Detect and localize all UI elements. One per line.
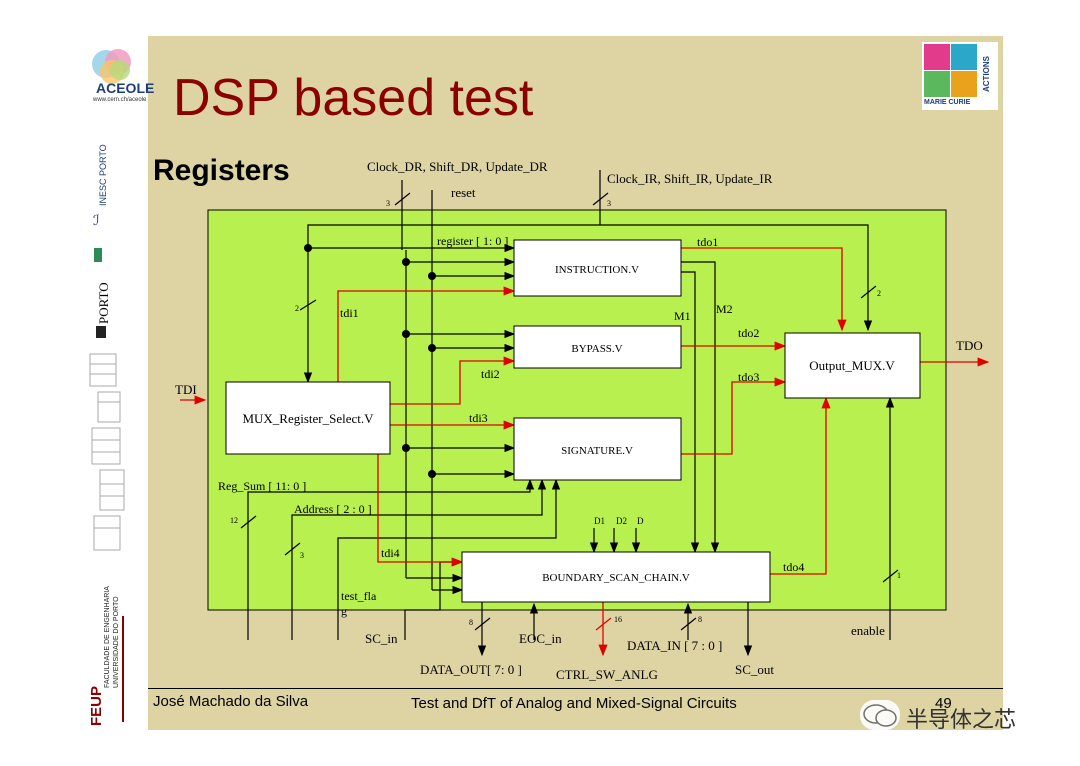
instruction-block	[513, 239, 682, 297]
inesc-bar-icon	[94, 248, 102, 262]
tdo1-label: tdo1	[697, 235, 718, 249]
m2-label: M2	[716, 302, 733, 316]
bus-width-clock-ir: 3	[607, 199, 611, 208]
bus-width-mux-reg: 2	[295, 304, 299, 313]
aceole-label: ACEOLE	[96, 80, 155, 96]
bus-width-data-out: 8	[469, 618, 473, 627]
slide-subtitle: Registers	[153, 154, 290, 187]
aceole-url: www.cern.ch/aceole	[93, 97, 147, 103]
tdi3-label: tdi3	[469, 411, 488, 425]
address-label: Address [ 2 : 0 ]	[294, 502, 372, 516]
junction-dots	[304, 244, 436, 478]
data-wires	[180, 247, 990, 657]
reg-sum-label: Reg_Sum [ 11: 0 ]	[218, 479, 306, 493]
d1-label: D1	[594, 516, 605, 526]
data-out-label: DATA_OUT[ 7: 0 ]	[420, 662, 522, 677]
test-flag-label-cont: g	[341, 604, 347, 618]
signature-block	[513, 417, 682, 481]
clock-ir-label: Clock_IR, Shift_IR, Update_IR	[607, 171, 773, 186]
enable-label: enable	[851, 623, 885, 638]
tdo4-label: tdo4	[783, 560, 804, 574]
mc-tile-blue	[951, 44, 977, 70]
mc-tile-orange	[951, 71, 977, 97]
output-mux-label: Output_MUX.V	[809, 358, 895, 373]
ctrl-sw-anlg-label: CTRL_SW_ANLG	[556, 667, 658, 682]
uporto-icon	[96, 326, 106, 338]
inesc-icon: ℐ	[93, 212, 100, 228]
bus-width-clock-dr: 3	[386, 199, 390, 208]
signature-label: SIGNATURE.V	[561, 445, 633, 457]
building-sketch-icon	[89, 353, 125, 551]
mux-register-select-label: MUX_Register_Select.V	[242, 411, 374, 426]
footer-rule	[148, 688, 1003, 689]
bypass-label: BYPASS.V	[571, 343, 622, 355]
test-flag-label: test_fla	[341, 589, 377, 603]
bus-width-output-mux: 2	[877, 289, 881, 298]
mc-tile-pink	[924, 44, 950, 70]
bypass-block	[513, 325, 682, 369]
boundary-scan-label: BOUNDARY_SCAN_CHAIN.V	[542, 572, 690, 584]
tdi4-label: tdi4	[381, 546, 400, 560]
sc-in-label: SC_in	[365, 631, 398, 646]
feup-divider	[122, 616, 124, 722]
register-label: register [ 1: 0 ]	[437, 234, 508, 248]
m1-label: M1	[674, 309, 691, 323]
eoc-in-label: EOC_in	[519, 631, 562, 646]
marie-curie-logo: MARIE CURIE ACTIONS	[922, 42, 998, 110]
instruction-label: INSTRUCTION.V	[555, 264, 639, 276]
tdi1-label: tdi1	[340, 306, 359, 320]
page-number: 49	[935, 695, 952, 712]
bus-width-reg-sum: 12	[230, 516, 238, 525]
footer-author: José Machado da Silva	[153, 693, 309, 710]
bus-width-ctrl: 16	[614, 615, 622, 624]
d2-label: D2	[616, 516, 627, 526]
slide-title: DSP based test	[173, 69, 534, 127]
tdo2-label: tdo2	[738, 326, 759, 340]
bus-width-address: 3	[300, 551, 304, 560]
marie-curie-label: MARIE CURIE	[924, 99, 971, 106]
data-in-label: DATA_IN [ 7 : 0 ]	[627, 638, 722, 653]
aceole-logo	[92, 49, 131, 84]
tdo3-label: tdo3	[738, 370, 759, 384]
reset-label: reset	[451, 185, 476, 200]
footer-course: Test and DfT of Analog and Mixed-Signal …	[411, 695, 737, 712]
tdo-label: TDO	[956, 338, 983, 353]
tdi-label: TDI	[175, 382, 197, 397]
mux-register-select-block	[225, 381, 391, 455]
clock-dr-label: Clock_DR, Shift_DR, Update_DR	[367, 159, 548, 174]
bus-width-enable: 1	[897, 571, 901, 580]
bus-width-data-in: 8	[698, 615, 702, 624]
watermark-text: 半导体之芯	[906, 708, 1017, 733]
d-label: D	[637, 516, 644, 526]
tdi2-label: tdi2	[481, 367, 500, 381]
bus-slashes	[240, 192, 899, 631]
boundary-scan-block	[461, 551, 771, 603]
wechat-icon	[860, 700, 900, 730]
control-wires	[247, 170, 895, 657]
output-mux-block	[784, 332, 921, 399]
mc-tile-green	[924, 71, 950, 97]
sc-out-label: SC_out	[735, 662, 774, 677]
logo-sidebar: ACEOLE www.cern.ch/aceole INESC PORTO ℐ …	[78, 36, 154, 730]
